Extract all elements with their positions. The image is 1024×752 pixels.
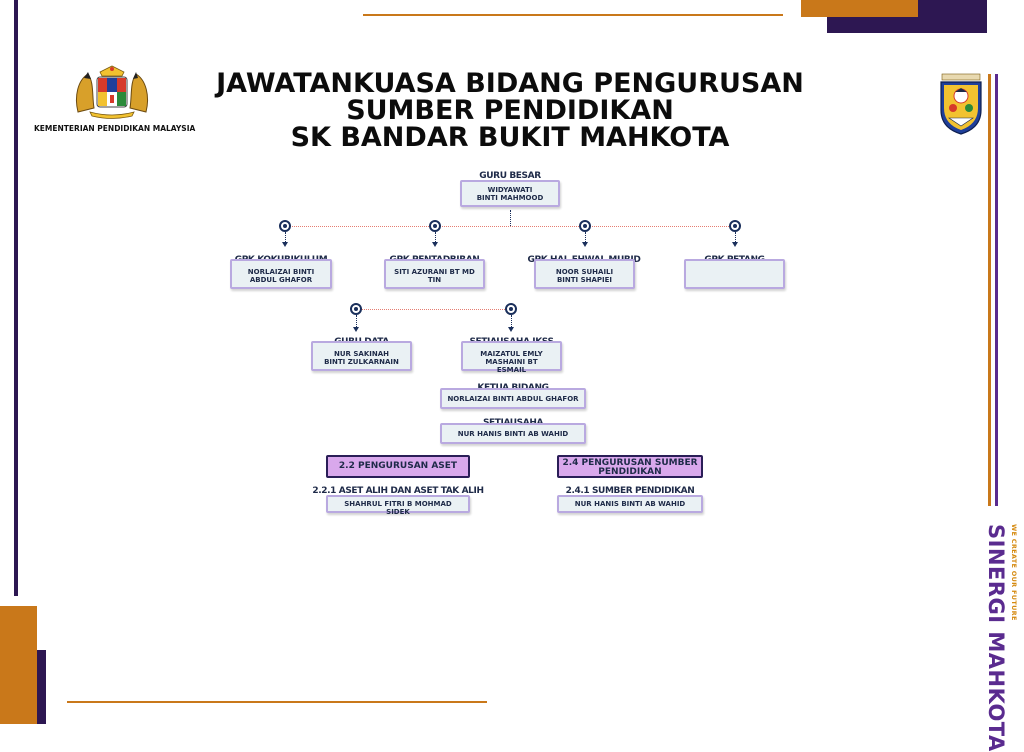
gpk-connector-line	[285, 226, 735, 227]
connector-stem	[356, 315, 357, 327]
connector-stem	[435, 232, 436, 242]
malaysia-coat-of-arms-icon	[72, 62, 152, 120]
unit-sumber-role: 2.4.1 SUMBER PENDIDIKAN	[565, 486, 695, 496]
slogan-rotated: SINERGI MAHKOTA WE CREATE OUR FUTURE	[978, 522, 1018, 752]
motto-text: WE CREATE OUR FUTURE	[1010, 524, 1018, 621]
guru-besar-title: GURU BESAR	[479, 171, 541, 181]
guru-besar-box: WIDYAWATI BINTI MAHMOOD	[460, 180, 560, 207]
guru-besar-name: WIDYAWATI BINTI MAHMOOD	[476, 186, 544, 202]
guru-besar-stem	[510, 210, 511, 226]
unit-aset-heading-label: 2.2 PENGURUSAN ASET	[338, 461, 458, 471]
slogan-text: SINERGI MAHKOTA	[984, 524, 1008, 752]
ketua-bidang-name: NORLAIZAI BINTI ABDUL GHAFOR	[447, 395, 579, 403]
ministry-label: KEMENTERIAN PENDIDIKAN MALAYSIA	[34, 124, 196, 133]
connector-stem	[585, 232, 586, 242]
unit-sumber-name: NUR HANIS BINTI AB WAHID	[574, 500, 686, 508]
unit-aset-heading: 2.2 PENGURUSAN ASET	[326, 455, 470, 478]
down-arrow-icon	[432, 242, 438, 247]
connector-stem	[285, 232, 286, 242]
gpk-pentadbiran-box: SITI AZURANI BT MD TIN	[384, 259, 485, 289]
circle-node-icon	[505, 303, 517, 315]
down-arrow-icon	[508, 327, 514, 332]
right-vertical-rule-orange	[988, 74, 991, 506]
connector-stem	[735, 232, 736, 242]
unit-sumber-box: NUR HANIS BINTI AB WAHID	[557, 495, 703, 513]
setiausaha-box: NUR HANIS BINTI AB WAHID	[440, 423, 586, 444]
ketua-bidang-box: NORLAIZAI BINTI ABDUL GHAFOR	[440, 388, 586, 409]
guru-data-box: NUR SAKINAH BINTI ZULKARNAIN	[311, 341, 412, 371]
setiausaha-name: NUR HANIS BINTI AB WAHID	[457, 430, 569, 438]
top-rule-line	[363, 14, 783, 16]
gpk-kokurikulum-name: NORLAIZAI BINTI ABDUL GHAFOR	[247, 268, 315, 284]
circle-node-icon	[729, 220, 741, 232]
title-line-3: SK BANDAR BUKIT MAHKOTA	[290, 122, 730, 153]
title-line-1: JAWATANKUASA BIDANG PENGURUSAN	[216, 68, 804, 99]
down-arrow-icon	[582, 242, 588, 247]
support-connector-line	[356, 309, 511, 310]
gpk-hem-box: NOOR SUHAILI BINTI SHAPIEI	[534, 259, 635, 289]
down-arrow-icon	[282, 242, 288, 247]
gpk-kokurikulum-box: NORLAIZAI BINTI ABDUL GHAFOR	[230, 259, 332, 289]
down-arrow-icon	[732, 242, 738, 247]
unit-aset-role: 2.2.1 ASET ALIH DAN ASET TAK ALIH	[312, 486, 484, 496]
circle-node-icon	[429, 220, 441, 232]
right-vertical-rule-purple	[995, 74, 998, 506]
left-vertical-rule	[14, 0, 18, 596]
unit-aset-name: SHAHRUL FITRI B MOHMAD SIDEK	[344, 500, 452, 516]
school-crest-icon	[938, 72, 984, 136]
slogan-block: SINERGI MAHKOTA WE CREATE OUR FUTURE	[978, 522, 1018, 752]
setiausaha-jkss-name: MAIZATUL EMLY MASHAINI BT ESMAIL	[480, 350, 543, 374]
unit-sumber-heading: 2.4 PENGURUSAN SUMBER PENDIDIKAN	[557, 455, 703, 478]
guru-data-name: NUR SAKINAH BINTI ZULKARNAIN	[324, 350, 399, 366]
top-right-orange-block	[801, 0, 918, 17]
page-title: JAWATANKUASA BIDANG PENGURUSAN SUMBER PE…	[180, 70, 840, 151]
gpk-pentadbiran-name: SITI AZURANI BT MD TIN	[394, 268, 475, 284]
circle-node-icon	[579, 220, 591, 232]
circle-node-icon	[350, 303, 362, 315]
setiausaha-jkss-box: MAIZATUL EMLY MASHAINI BT ESMAIL	[461, 341, 562, 374]
down-arrow-icon	[353, 327, 359, 332]
title-line-2: SUMBER PENDIDIKAN	[346, 95, 674, 126]
circle-node-icon	[279, 220, 291, 232]
bottom-rule-line	[67, 701, 487, 703]
connector-stem	[511, 315, 512, 327]
bottom-left-orange-block	[0, 606, 37, 724]
gpk-hem-name: NOOR SUHAILI BINTI SHAPIEI	[555, 268, 614, 284]
gpk-petang-box	[684, 259, 785, 289]
unit-sumber-heading-label: 2.4 PENGURUSAN SUMBER PENDIDIKAN	[562, 458, 698, 477]
unit-aset-box: SHAHRUL FITRI B MOHMAD SIDEK	[326, 495, 470, 516]
